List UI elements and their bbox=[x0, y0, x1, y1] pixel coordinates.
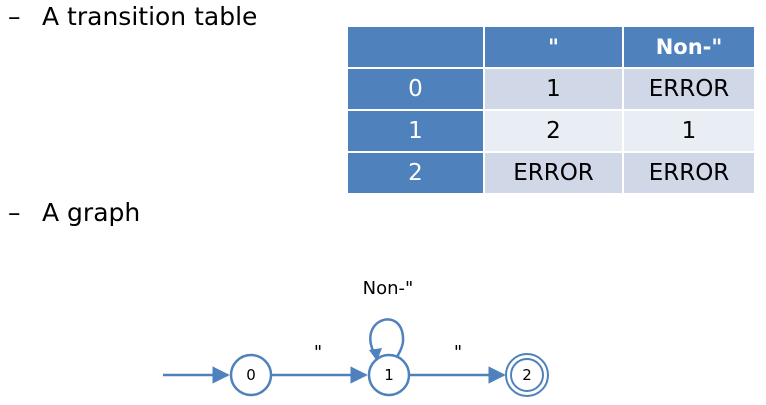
state-2-label: 2 bbox=[522, 366, 532, 384]
table-row-header: 0 bbox=[346, 67, 485, 111]
edge-1-loop-label: Non-" bbox=[363, 278, 414, 299]
state-1-label: 1 bbox=[384, 366, 394, 384]
bullet-dash: – bbox=[8, 198, 21, 227]
table-row-header: 2 bbox=[346, 151, 485, 195]
table-row: 0 1 ERROR bbox=[346, 67, 756, 111]
table-cell: 1 bbox=[483, 67, 624, 111]
table-header-cell bbox=[346, 25, 485, 69]
table-cell: ERROR bbox=[483, 151, 624, 195]
edge-0-to-1-label: " bbox=[314, 342, 322, 363]
state-2-inner-ring bbox=[510, 358, 544, 392]
table-header-row: " Non-" bbox=[346, 25, 756, 69]
state-2-node bbox=[505, 353, 549, 397]
edge-1-loop bbox=[369, 318, 405, 359]
bullet-text: A transition table bbox=[42, 2, 258, 31]
edge-1-to-2-label: " bbox=[454, 342, 462, 363]
table-cell: 1 bbox=[622, 109, 756, 153]
table-row: 1 2 1 bbox=[346, 109, 756, 153]
table-header-cell: " bbox=[483, 25, 624, 69]
table-header-cell: Non-" bbox=[622, 25, 756, 69]
bullet-transition-table: –A transition table bbox=[8, 2, 257, 32]
table-cell: ERROR bbox=[622, 151, 756, 195]
transition-table: " Non-" 0 1 ERROR 1 2 1 2 ERROR ERROR bbox=[346, 25, 756, 195]
edge-1-loop-arrowhead bbox=[369, 348, 382, 361]
state-0-label: 0 bbox=[246, 366, 256, 384]
table-cell: 2 bbox=[483, 109, 624, 153]
bullet-text: A graph bbox=[42, 198, 141, 227]
bullet-dash: – bbox=[8, 2, 21, 31]
table-row-header: 1 bbox=[346, 109, 485, 153]
table-cell: ERROR bbox=[622, 67, 756, 111]
table-row: 2 ERROR ERROR bbox=[346, 151, 756, 195]
bullet-graph: –A graph bbox=[8, 198, 140, 228]
